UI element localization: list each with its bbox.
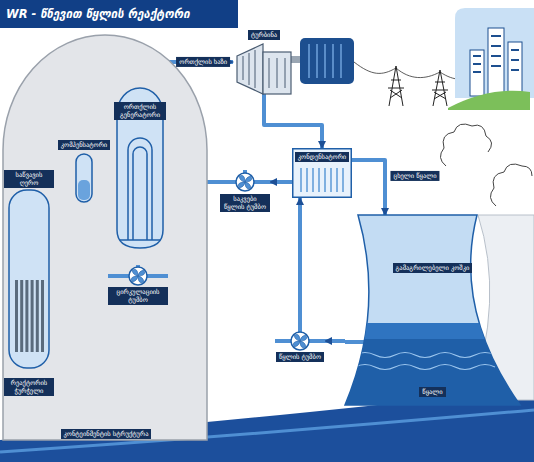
pylon	[388, 66, 404, 106]
turbine-rotor	[237, 44, 263, 94]
condenser-tube	[342, 168, 344, 192]
pressurizer-water	[78, 180, 90, 200]
node-shape	[345, 215, 520, 405]
condenser-tube	[324, 168, 326, 192]
pump-icon	[236, 173, 254, 191]
callout-label: კონტეინმენტის სტრუქტურა	[61, 429, 152, 439]
title-bar	[0, 0, 238, 28]
fuel-rod	[20, 280, 23, 352]
steam-cloud	[490, 164, 532, 206]
pool-waves	[355, 353, 495, 370]
fuel-rod	[31, 280, 34, 352]
turbine-blades	[243, 50, 285, 88]
u-tubes	[120, 138, 160, 240]
pylon	[432, 70, 448, 106]
pump-blade	[293, 333, 302, 342]
callout-label: რეაქტორის ჭურჭელი	[4, 378, 54, 396]
generator	[300, 38, 354, 84]
callout-label: კონდენსატორი	[295, 152, 349, 162]
cooling-tower: გამაგრილებელი კოშკი წყალი	[345, 215, 520, 405]
condenser-tube	[312, 168, 314, 192]
condenser-box	[293, 149, 352, 198]
pump-casing	[129, 267, 147, 285]
callout-label: საკვები წყლის ტუმბო	[220, 194, 270, 212]
pressurizer-outline	[76, 154, 92, 202]
tower-body	[345, 215, 520, 405]
pipe-connector	[352, 160, 385, 215]
containment-outline	[3, 35, 207, 440]
vessel-outline	[9, 190, 49, 368]
windows	[473, 36, 519, 72]
fuel-rod	[15, 280, 18, 352]
pipe-connector	[325, 339, 345, 343]
turbine: ტურბინა	[233, 30, 295, 94]
pipe-stub	[345, 340, 365, 344]
condenser-tube	[300, 168, 302, 192]
pipe-connector	[264, 94, 322, 148]
pump-symbol: ცირკულაციის ტუმბო	[108, 265, 168, 309]
callout-label: საწვავის ღერო	[4, 170, 54, 188]
callout-label: ორთქლის გენერატორი	[114, 102, 166, 120]
node-shape	[4, 170, 54, 396]
fuel-rod	[36, 280, 39, 352]
steam-cloud	[440, 124, 491, 166]
generator-fins	[309, 44, 341, 78]
tower-pool	[345, 339, 520, 405]
edge-label: ცხელი წყალი	[390, 171, 439, 181]
fuel-rod	[25, 280, 28, 352]
pipe-connector	[298, 198, 302, 330]
callout-label: კომპენსატორი	[58, 140, 110, 150]
callout-label: წყალი	[419, 387, 445, 397]
condenser-tube	[336, 168, 338, 192]
reactor-vessel: საწვავის ღერო რეაქტორის ჭურჭელი	[4, 170, 54, 396]
condenser-tube	[318, 168, 320, 192]
diagram-title: WR - წნევით წყლის რეაქტორი	[6, 7, 190, 21]
pump-icon	[129, 267, 147, 285]
condenser-tube	[306, 168, 308, 192]
pump-symbol: საკვები წყლის ტუმბო	[220, 170, 270, 226]
pump-blade	[238, 174, 247, 183]
pump-blade	[131, 268, 140, 277]
shaft	[291, 56, 301, 63]
callout-label: გამაგრილებელი კოშკი	[393, 263, 473, 273]
pipe-connector	[270, 180, 292, 184]
steam-generator: ორთქლის გენერატორი	[114, 80, 166, 250]
tower-band	[345, 323, 520, 339]
callout-label: ტურბინა	[248, 30, 280, 40]
pump-symbol: წყლის ტუმბო	[275, 330, 325, 374]
edge-label: ორთქლის ხაზი	[176, 57, 230, 67]
callout-label: ცირკულაციის ტუმბო	[108, 287, 168, 305]
pump-casing	[291, 332, 309, 350]
callout-label: წყლის ტუმბო	[276, 352, 324, 362]
condenser: კონდენსატორი	[292, 148, 352, 198]
pump-casing	[236, 173, 254, 191]
condenser-tube	[330, 168, 332, 192]
containment-dome: კონტეინმენტის სტრუქტურა საწვავის ღერო რეაქ…	[0, 30, 212, 445]
grass-hill	[448, 91, 530, 110]
building	[488, 28, 504, 96]
pressurizer: კომპენსატორი	[56, 140, 112, 204]
fuel-rod	[41, 280, 44, 352]
sky-panel	[455, 8, 534, 98]
pump-icon	[291, 332, 309, 350]
